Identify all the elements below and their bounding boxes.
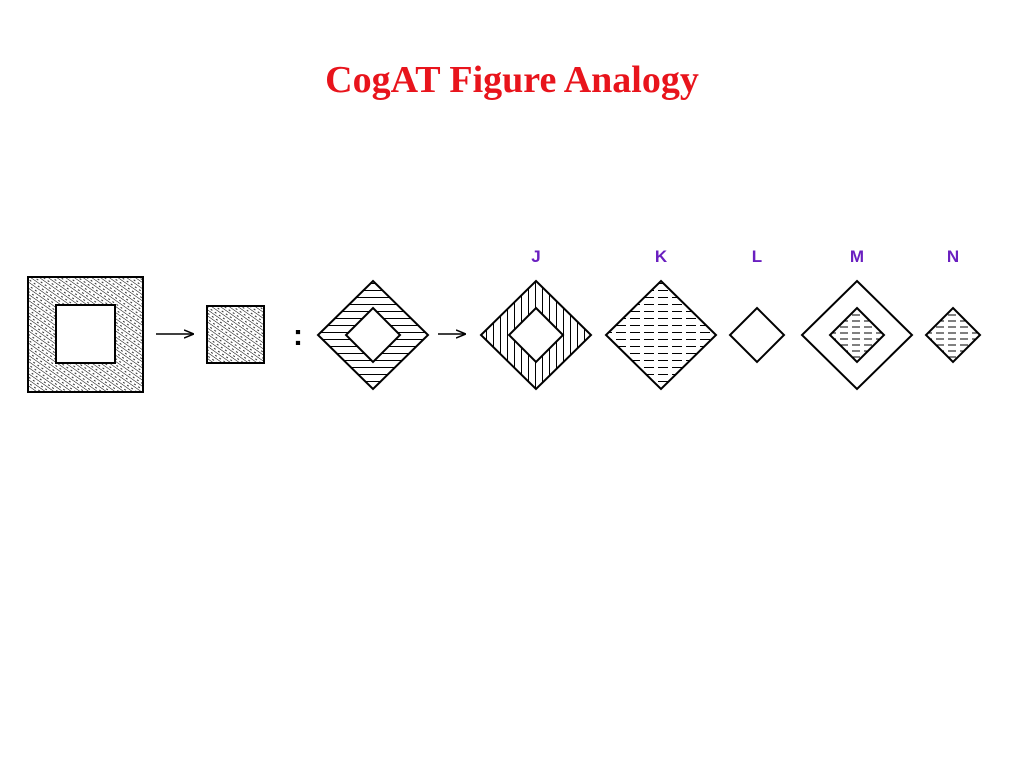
option-j-shape[interactable] — [479, 279, 593, 391]
stimulus-small-hatched-square-icon — [206, 305, 265, 364]
option-label-n: N — [947, 247, 959, 266]
option-label-j: J — [531, 247, 540, 266]
analogy-separator: : — [293, 319, 303, 352]
page-title: CogAT Figure Analogy — [325, 59, 699, 101]
stimulus-striped-diamond-icon — [316, 279, 430, 391]
option-n-shape[interactable] — [924, 306, 982, 364]
option-m-shape[interactable] — [800, 279, 914, 391]
option-label-l: L — [752, 247, 762, 266]
option-label-m: M — [850, 247, 864, 266]
option-l-shape[interactable] — [728, 306, 786, 364]
stimulus-large-hatched-square-icon — [27, 276, 144, 393]
option-label-k: K — [655, 247, 668, 266]
option-k-shape[interactable] — [604, 279, 718, 391]
